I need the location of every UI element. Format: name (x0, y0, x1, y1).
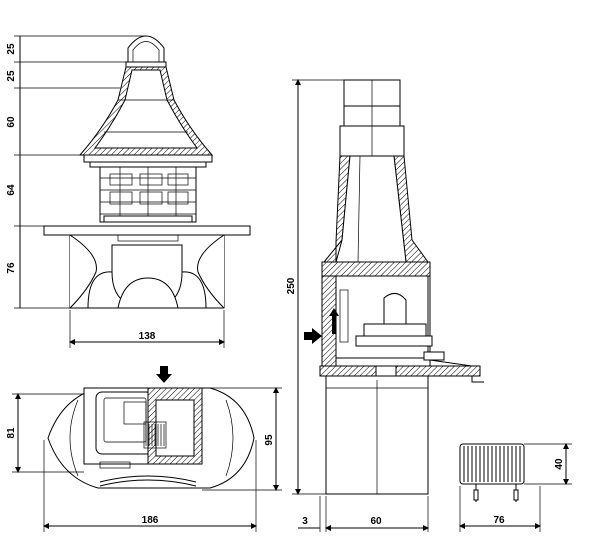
airflow-arrow-side (304, 328, 322, 344)
top-left-dimension: 81 (6, 393, 84, 473)
grill-width-dimension: 76 (459, 486, 541, 532)
top-right-dimension: 95 (202, 387, 282, 491)
dim-grill-height: 40 (554, 458, 565, 470)
grill-detail (459, 443, 525, 502)
top-view (47, 366, 255, 489)
grill-bars (463, 446, 521, 482)
front-view (43, 35, 251, 309)
grill-height-dimension: 40 (524, 443, 572, 485)
top-grate (143, 421, 167, 449)
dim-side-offset: 3 (302, 516, 308, 527)
dim-front-h1: 25 (6, 43, 17, 55)
side-height-dimension: 250 (286, 79, 344, 495)
dim-top-width: 186 (142, 515, 159, 526)
airflow-arrow-top (156, 366, 172, 383)
front-width-dimension: 138 (69, 310, 225, 348)
side-view (304, 79, 484, 495)
side-bottom-dimensions: 3 60 (298, 496, 429, 532)
dim-front-width: 138 (139, 331, 156, 342)
dim-front-h4: 64 (6, 184, 17, 196)
dim-front-h3: 60 (6, 116, 17, 128)
dim-top-depth-left: 81 (6, 427, 17, 439)
dim-side-height: 250 (286, 277, 297, 294)
dim-side-depth: 60 (370, 516, 382, 527)
top-width-dimension: 186 (43, 440, 257, 532)
dim-front-h2: 25 (6, 70, 17, 82)
dim-grill-width: 76 (493, 515, 505, 526)
firebox-bricks (100, 167, 196, 222)
dim-top-depth-right: 95 (264, 434, 275, 446)
front-height-dimensions: 25 25 60 64 76 (6, 35, 146, 309)
dim-front-h5: 76 (6, 262, 17, 274)
airflow-arrow-side-up (329, 308, 339, 334)
